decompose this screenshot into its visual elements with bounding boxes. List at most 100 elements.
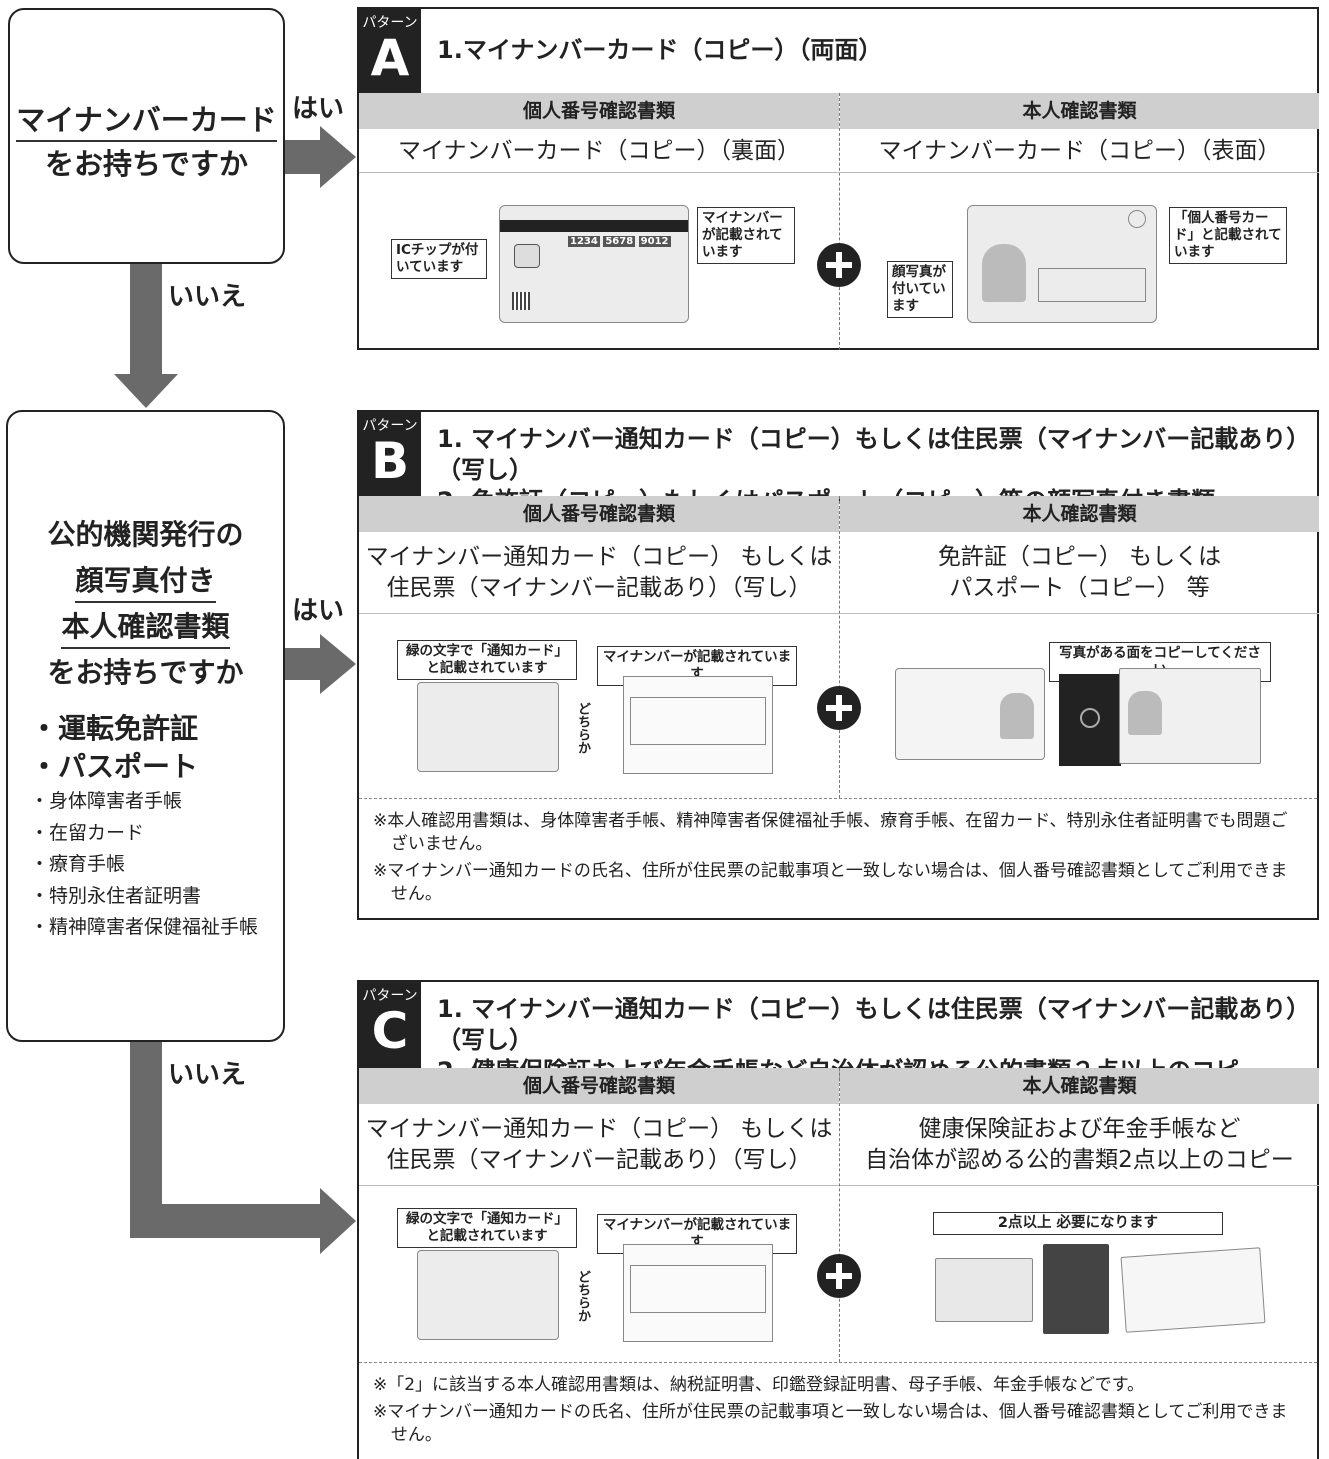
arrow-no-1 (114, 264, 178, 408)
resident-record-image (623, 1244, 773, 1342)
pattern-c-panel: パターン C 1. マイナンバー通知カード（コピー）もしくは住民票（マイナンバー… (357, 980, 1319, 1459)
qr-code-icon (512, 292, 530, 310)
photo-id-doc-list: ・運転免許証 ・パスポート ・身体障害者手帳 ・在留カード ・療育手帳 ・特別永… (8, 710, 283, 944)
q1-line2: をお持ちですか (44, 147, 248, 181)
card-number-part: 1234 (568, 236, 600, 247)
notification-card-image (417, 682, 559, 772)
face-photo-icon (1000, 693, 1034, 739)
sub-line: 免許証（コピー） もしくは (937, 544, 1222, 570)
notification-card-image (417, 1250, 559, 1340)
callout-face-photo: 顔写真が付いています (887, 261, 953, 318)
column-divider (839, 1068, 840, 1362)
badge-label: パターン (362, 988, 418, 1004)
flow-arrows (114, 126, 356, 1254)
doc-item: ・運転免許証 (30, 712, 199, 745)
pattern-b-panel: パターン B 1. マイナンバー通知カード（コピー）もしくは住民票（マイナンバー… (357, 410, 1319, 920)
mynumber-card-front-image (967, 205, 1157, 323)
col-head-mynumber: 個人番号確認書類 (359, 93, 839, 129)
pattern-a-panel: パターン A 1.マイナンバーカード（コピー）（両面） 個人番号確認書類 本人確… (357, 7, 1319, 350)
q1-line1: マイナンバーカード (16, 100, 277, 142)
badge-letter: A (370, 29, 410, 87)
callout-ic-chip: ICチップが付いています (391, 239, 487, 279)
col-head-mynumber: 個人番号確認書類 (359, 1068, 839, 1104)
pattern-a-right-sub: マイナンバーカード（コピー）（表面） (840, 129, 1319, 173)
plus-icon (817, 243, 861, 287)
card-number-part: 5678 (603, 236, 636, 247)
pattern-c-notes: ※「2」に該当する本人確認用書類は、納税証明書、印鑑登録証明書、母子手帳、年金手… (373, 1374, 1299, 1447)
either-label: どちらか (575, 1270, 590, 1322)
heading-line-1: 1. マイナンバー通知カード（コピー）もしくは住民票（マイナンバー記載あり）（写… (437, 995, 1311, 1054)
sub-line: パスポート（コピー） 等 (949, 575, 1210, 601)
sub-line: 自治体が認める公的書類2点以上のコピー (865, 1147, 1294, 1173)
sub-line: 住民票（マイナンバー記載あり）（写し） (386, 1147, 812, 1173)
notes-divider (359, 1362, 1317, 1363)
heading-line-1: 1. マイナンバー通知カード（コピー）もしくは住民票（マイナンバー記載あり）（写… (437, 425, 1311, 484)
q2-line2: 顔写真付き (75, 561, 216, 603)
pattern-b-right-sub: 免許証（コピー） もしくは パスポート（コピー） 等 (840, 532, 1319, 614)
question-photo-id: 公的機関発行の 顔写真付き 本人確認書類 をお持ちですか ・運転免許証 ・パスポ… (6, 410, 285, 1042)
note: ※マイナンバー通知カードの氏名、住所が住民票の記載事項と一致しない場合は、個人番… (373, 861, 1288, 904)
pattern-a-left-sub: マイナンバーカード（コピー）（裏面） (359, 129, 839, 173)
col-head-identity: 本人確認書類 (840, 93, 1319, 129)
callout-green-label: 緑の文字で「通知カード」と記載されています (397, 640, 577, 680)
public-documents-image (1120, 1247, 1266, 1333)
passport-cover-image (1059, 674, 1121, 766)
badge-letter: B (370, 432, 410, 490)
pattern-b-left-sub: マイナンバー通知カード（コピー） もしくは 住民票（マイナンバー記載あり）（写し… (359, 532, 839, 614)
pattern-c-badge: パターン C (359, 982, 421, 1068)
pattern-c-left-sub: マイナンバー通知カード（コピー） もしくは 住民票（マイナンバー記載あり）（写し… (359, 1104, 839, 1186)
no-label-1: いいえ (168, 282, 247, 312)
note: ※マイナンバー通知カードの氏名、住所が住民票の記載事項と一致しない場合は、個人番… (373, 1402, 1288, 1445)
no-label-2: いいえ (168, 1060, 247, 1090)
doc-item: ・在留カード (30, 821, 145, 844)
badge-label: パターン (362, 418, 418, 434)
q2-line3: 本人確認書類 (61, 607, 230, 649)
arrow-yes-a (285, 126, 356, 188)
face-photo-icon (982, 244, 1026, 302)
badge-label: パターン (362, 15, 418, 31)
doc-item: ・身体障害者手帳 (30, 790, 183, 812)
col-head-identity: 本人確認書類 (840, 496, 1319, 532)
sub-line: マイナンバー通知カード（コピー） もしくは (365, 1116, 833, 1142)
doc-item: ・パスポート (30, 750, 199, 783)
pension-book-image (1043, 1244, 1109, 1334)
card-number-part: 9012 (638, 236, 671, 247)
health-insurance-card-image (935, 1258, 1033, 1322)
passport-page-image (1119, 668, 1261, 764)
doc-item: ・特別永住者証明書 (30, 884, 202, 907)
plus-icon (817, 1254, 861, 1298)
pattern-a-badge: パターン A (359, 9, 421, 93)
pattern-c-right-sub: 健康保険証および年金手帳など 自治体が認める公的書類2点以上のコピー (840, 1104, 1319, 1186)
notes-divider (359, 798, 1317, 799)
column-divider (839, 496, 840, 798)
mynumber-card-back-image: 1234 5678 9012 (499, 205, 689, 323)
sub-line: マイナンバー通知カード（コピー） もしくは (365, 544, 833, 570)
pattern-a-heading: 1.マイナンバーカード（コピー）（両面） (437, 36, 883, 64)
callout-card-number: マイナンバーが記載されています (697, 207, 795, 264)
col-head-mynumber: 個人番号確認書類 (359, 496, 839, 532)
doc-item: ・精神障害者保健福祉手帳 (30, 916, 259, 938)
sub-line: 住民票（マイナンバー記載あり）（写し） (386, 575, 812, 601)
note: ※「2」に該当する本人確認用書類は、納税証明書、印鑑登録証明書、母子手帳、年金手… (373, 1375, 1145, 1395)
resident-record-image (623, 676, 773, 774)
doc-item: ・療育手帳 (30, 853, 126, 875)
question-mynumber-card: マイナンバーカード をお持ちですか (8, 8, 285, 264)
pattern-b-notes: ※本人確認用書類は、身体障害者手帳、精神障害者保健福祉手帳、療育手帳、在留カード… (373, 810, 1299, 906)
callout-two-or-more: 2点以上 必要になります (933, 1212, 1223, 1235)
column-divider (839, 93, 840, 350)
face-photo-icon (1128, 691, 1162, 735)
sub-line: 健康保険証および年金手帳など (918, 1116, 1241, 1142)
plus-icon (817, 686, 861, 730)
badge-letter: C (371, 1002, 409, 1060)
either-label: どちらか (575, 702, 590, 754)
note: ※本人確認用書類は、身体障害者手帳、精神障害者保健福祉手帳、療育手帳、在留カード… (373, 811, 1288, 854)
callout-card-label: 「個人番号カード」と記載されています (1169, 207, 1287, 264)
q2-line4: をお持ちですか (47, 656, 244, 689)
drivers-license-image (895, 668, 1045, 760)
col-head-identity: 本人確認書類 (840, 1068, 1319, 1104)
ic-chip-icon (514, 244, 540, 268)
arrow-no-2 (130, 1042, 356, 1254)
arrow-yes-b (285, 634, 356, 694)
yes-label-b: はい (292, 596, 345, 626)
callout-green-label: 緑の文字で「通知カード」と記載されています (397, 1208, 577, 1248)
